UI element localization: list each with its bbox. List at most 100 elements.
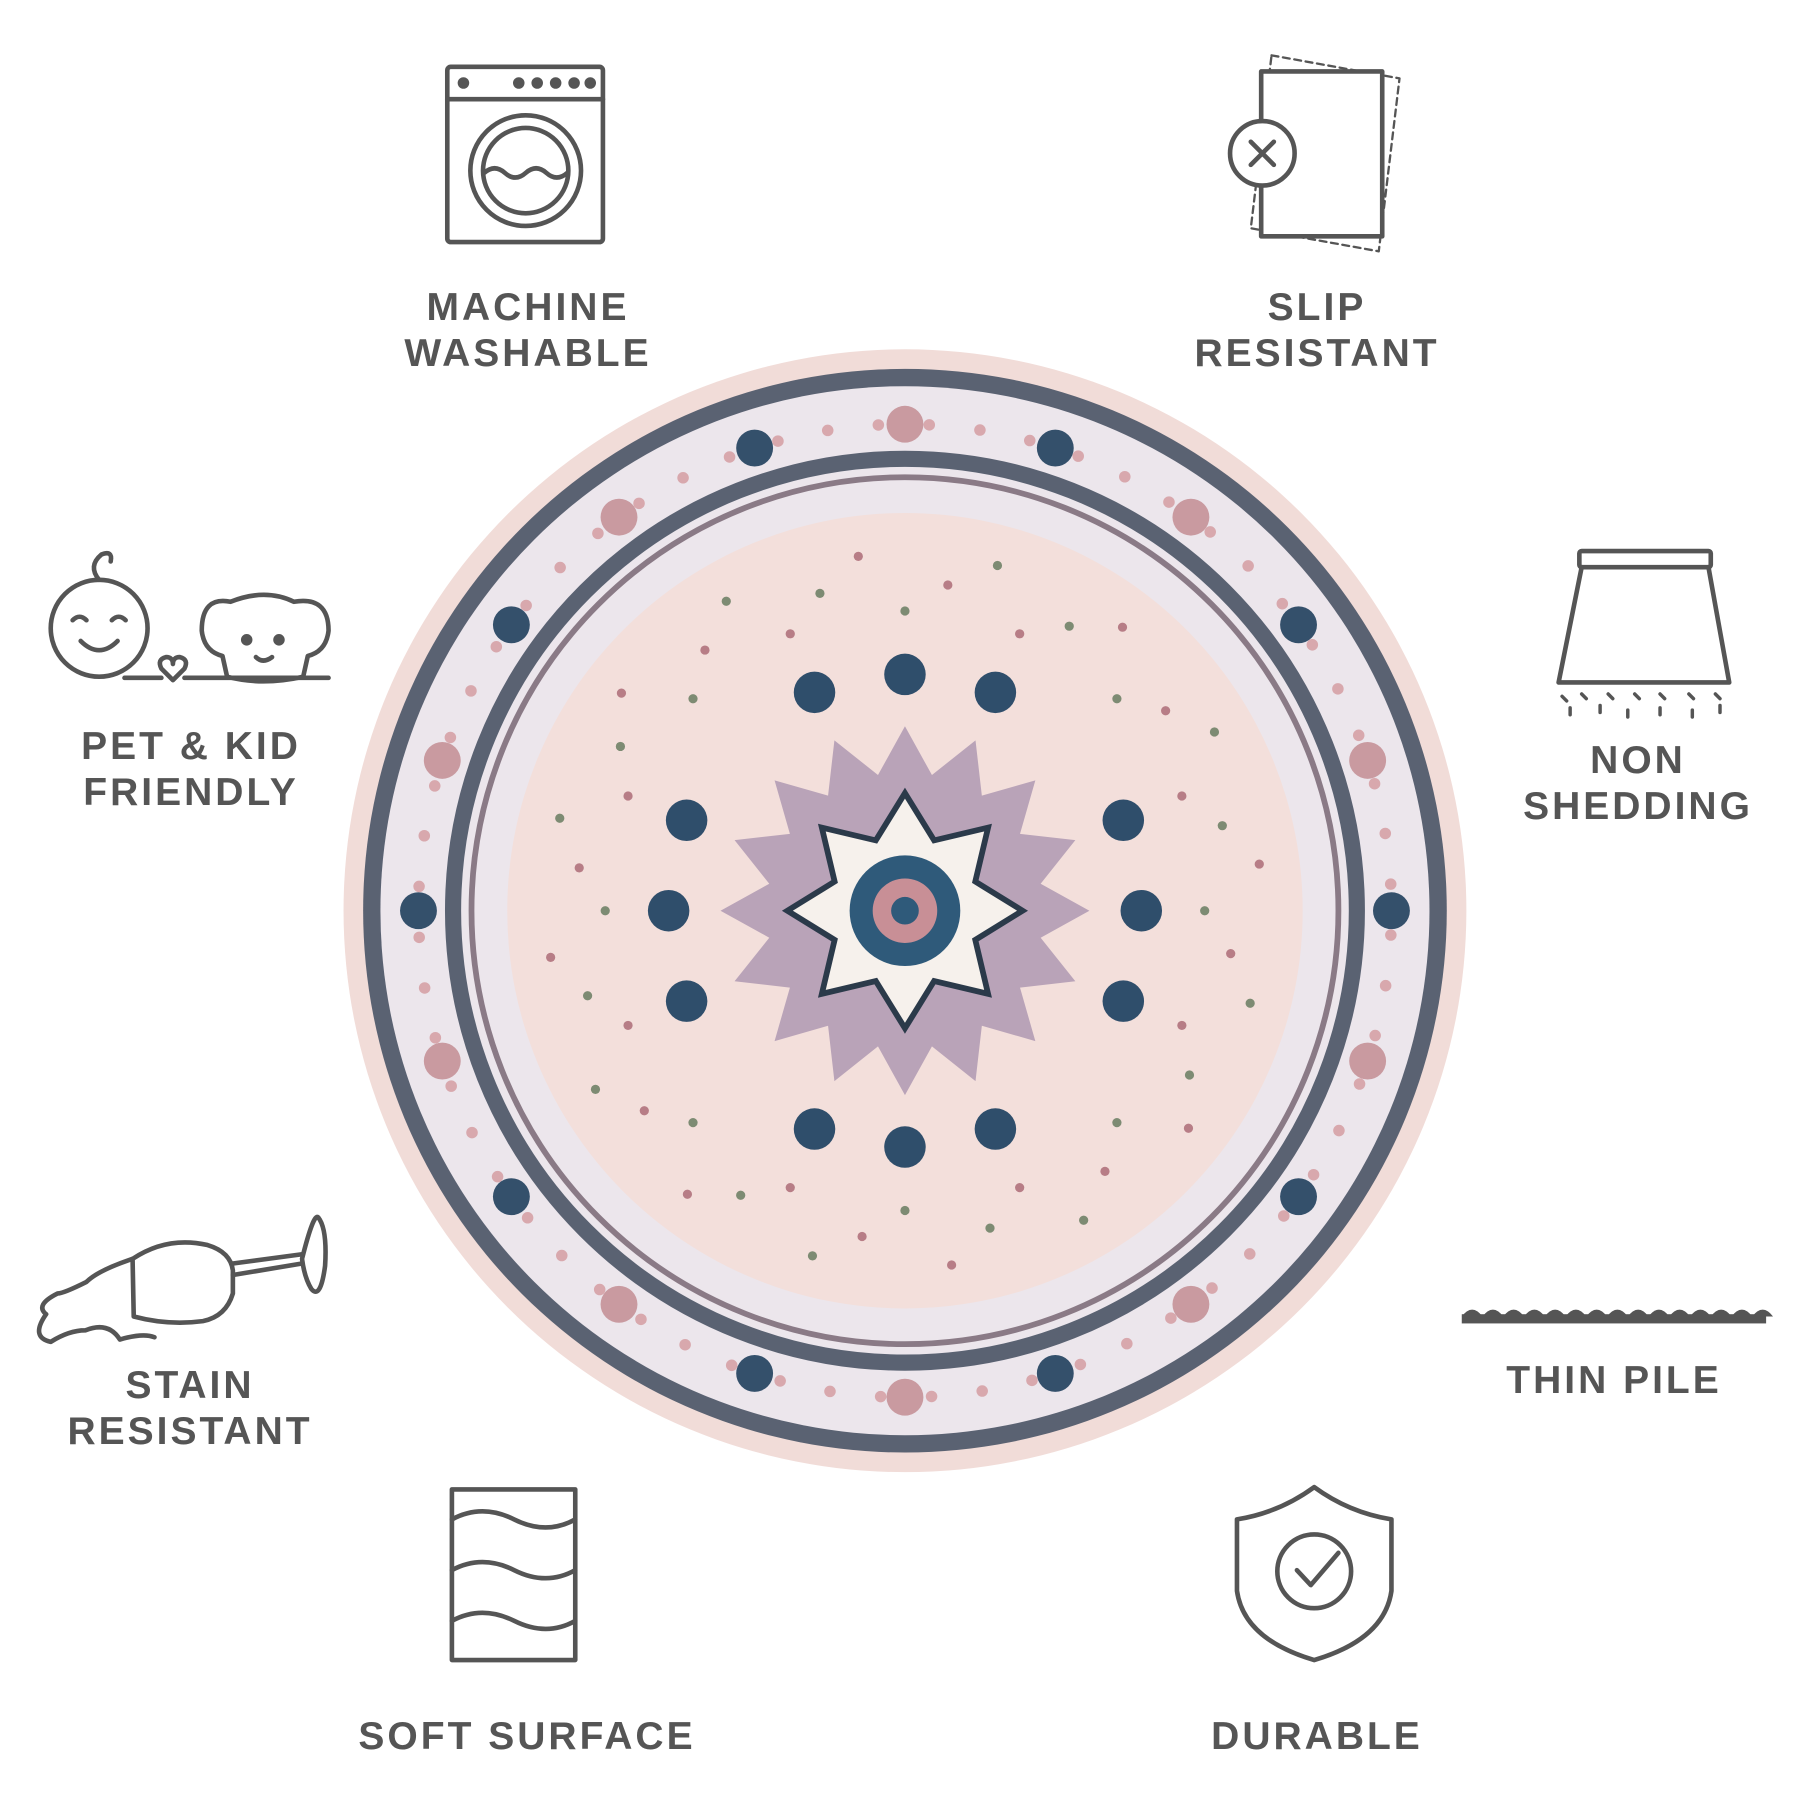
field-palmette [974,671,1017,714]
border-flower [1242,560,1254,572]
border-flower [1379,827,1392,840]
field-flower [623,1020,633,1031]
field-flower [900,606,910,616]
field-flower [1217,821,1227,831]
label-line: WASHABLE [404,332,652,375]
field-flower [853,551,863,562]
border-flower [872,419,885,431]
field-flower [682,1189,693,1199]
border-flower [1385,929,1397,941]
border-flower [490,640,503,653]
field-flower [1177,791,1187,801]
border-flower [1332,683,1344,695]
washing-machine-icon [444,64,606,245]
border-flower [428,780,441,792]
border-flower [1121,1337,1133,1350]
border-flower [1384,878,1397,890]
border-flower [1072,450,1084,462]
border-flower [677,472,689,484]
pile-bump [1524,1309,1545,1317]
label-line: SHEDDING [1523,785,1753,828]
field-flower [546,952,556,962]
lampshade-no-shedding-icon [1556,548,1732,719]
shield-check-icon [1234,1484,1394,1663]
border-flower [725,1359,738,1372]
field-flower [555,813,565,823]
field-flower [700,645,710,655]
field-flower [785,629,795,639]
field-palmette [1102,799,1145,842]
border-flower [774,1375,786,1387]
border-flower [554,561,566,574]
border-flower [1165,1312,1177,1324]
rug-center-core [891,896,919,925]
field-flower [815,588,825,598]
border-flower [1026,1374,1038,1387]
border-motif [1172,1285,1210,1323]
rug-inner-border [444,450,1365,1371]
border-motif [423,1042,461,1080]
field-flower [1177,1020,1187,1031]
field-palmette [884,653,926,696]
field-flower [1254,859,1264,869]
border-flower [592,527,604,540]
field-palmette [974,1108,1017,1150]
label-soft-surface: SOFT SURFACE [358,1714,695,1760]
field-flower [1117,622,1128,632]
field-flower [1226,948,1236,959]
field-palmette [1102,980,1145,1022]
field-palmette [647,889,690,932]
field-flower [639,1106,649,1116]
field-flower [574,863,584,873]
field-flower [736,1190,746,1200]
field-flower [1161,706,1171,716]
pile-bump [1544,1309,1566,1317]
pile-bump [1648,1309,1670,1317]
label-durable: DURABLE [1211,1714,1423,1760]
field-flower [785,1183,795,1193]
border-motif [600,498,638,536]
border-motif [1349,1042,1387,1080]
border-flower [1333,1124,1345,1137]
border-flower [418,829,431,842]
field-flower [590,1084,601,1095]
label-line: MACHINE [426,286,630,329]
pile-bump [1482,1309,1504,1317]
border-flower [723,451,736,463]
border-flower [925,1390,938,1403]
label-line: SOFT SURFACE [358,1715,696,1758]
baby-and-dog-icon [48,550,331,684]
field-flower [615,741,626,752]
border-motif [886,1378,924,1416]
field-flower [1064,621,1074,631]
border-flower [429,1031,442,1044]
border-flower [413,931,425,944]
pile-bump [1503,1309,1525,1317]
label-line: STAIN [125,1364,255,1407]
field-flower [1245,998,1255,1008]
field-flower [1200,906,1210,916]
field-flower [943,580,953,590]
border-motif [1036,1354,1074,1392]
border-flower [635,1313,647,1326]
border-motif [400,892,437,930]
border-flower [1204,526,1216,538]
field-palmette [884,1126,926,1168]
border-flower [1244,1248,1256,1260]
non-slip-mat-icon [1227,54,1401,253]
border-flower [1276,597,1289,610]
border-motif [492,1178,530,1216]
label-line: DURABLE [1211,1715,1423,1758]
border-flower [465,685,477,697]
border-flower [491,1170,504,1183]
thin-pile-icon [1461,1309,1774,1324]
border-flower [556,1249,568,1262]
field-flower [721,596,731,606]
label-line: SLIP [1267,286,1367,329]
field-flower [1079,1215,1089,1225]
